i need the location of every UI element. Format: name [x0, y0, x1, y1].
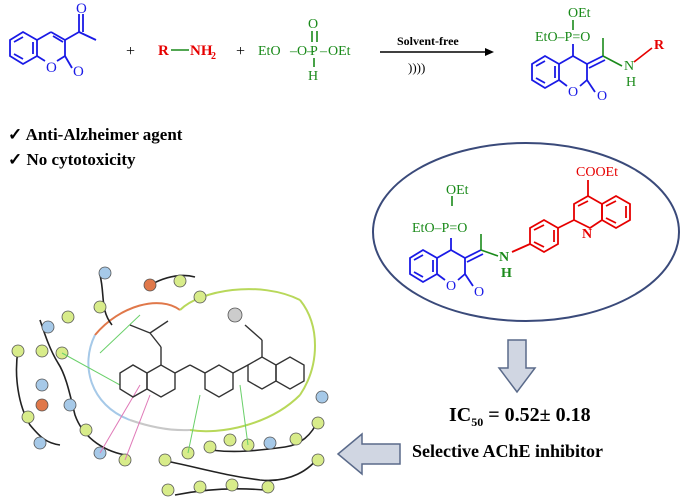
amine-sub: 2 [211, 51, 216, 62]
highlighted-compound: OEt EtO–P=O COOEt N N H O O [372, 142, 680, 322]
svg-text:OEt: OEt [568, 6, 591, 21]
svg-text:O: O [474, 285, 484, 300]
svg-text:–O–: –O– [289, 44, 315, 59]
acetylcoumarin-structure [9, 14, 97, 69]
svg-text:O: O [597, 89, 607, 104]
selectivity-caption: Selective AChE inhibitor [412, 441, 604, 461]
hl-ring-o: O [446, 279, 456, 294]
coumarin-carbonyl-o: O [73, 64, 84, 80]
svg-text:EtO: EtO [258, 44, 281, 59]
amine-nh: NH [190, 43, 213, 59]
compound-ellipse [372, 142, 680, 322]
hl-nh-h: H [501, 266, 512, 281]
coumarin-ring-o: O [46, 60, 57, 76]
svg-text:H: H [626, 75, 636, 90]
check-icon: ✓ [8, 150, 23, 169]
bullet-anti-alzheimer: ✓ Anti-Alzheimer agent [8, 125, 182, 145]
plus-sign-1: + [126, 43, 135, 60]
hl-eto-p-o: EtO–P=O [412, 221, 467, 236]
condition-solvent-free: Solvent-free [397, 34, 459, 48]
svg-text:N: N [624, 59, 634, 74]
phosphite-structure: EtO –O– P – OEt O H [258, 17, 351, 84]
svg-text:O: O [568, 85, 578, 100]
docking-interaction-diagram [11, 266, 329, 497]
hl-quinoline-n: N [582, 227, 592, 242]
svg-text:O: O [308, 17, 318, 32]
bullet-text: No cytotoxicity [26, 150, 136, 169]
hl-nh-n: N [499, 250, 509, 265]
check-icon: ✓ [8, 125, 23, 144]
acetyl-o: O [76, 1, 87, 17]
amine-r: R [158, 43, 169, 59]
svg-text:R: R [654, 38, 665, 53]
product-structure [531, 44, 606, 93]
svg-text:P: P [310, 44, 318, 59]
svg-text:EtO–P=O: EtO–P=O [535, 30, 590, 45]
ic50-value: IC50 = 0.52± 0.18 [449, 404, 591, 429]
product-labels: OEt EtO–P=O R N H O O [535, 6, 665, 104]
down-arrow-icon [497, 339, 537, 394]
svg-text:H: H [308, 69, 318, 84]
bullet-no-cytotoxicity: ✓ No cytotoxicity [8, 150, 136, 170]
svg-text:OEt: OEt [328, 44, 351, 59]
svg-text:–: – [319, 44, 328, 59]
left-arrow-icon [336, 432, 401, 476]
hl-cooet: COOEt [576, 165, 618, 180]
condition-ultrasound: )))) [408, 60, 425, 75]
plus-sign-2: + [236, 43, 245, 60]
bullet-text: Anti-Alzheimer agent [25, 125, 183, 144]
reaction-scheme: O O O + R NH 2 + EtO –O– P – OEt O H Sol… [9, 1, 665, 104]
hl-oet: OEt [446, 183, 469, 198]
